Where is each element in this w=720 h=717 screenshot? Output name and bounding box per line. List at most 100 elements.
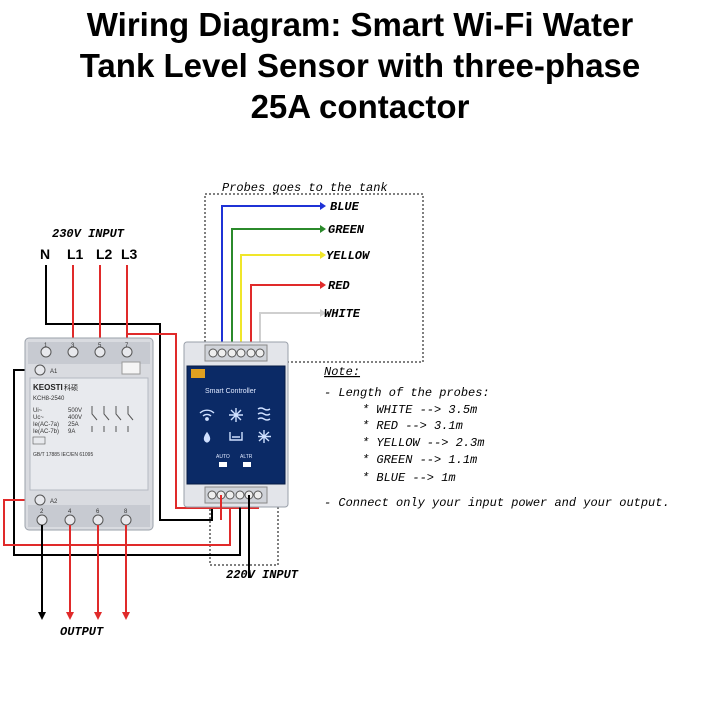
probe-arrow-blue (320, 202, 326, 210)
terminal-label-8: 8 (124, 509, 128, 515)
coil-a2-wire (3, 495, 231, 546)
output-arrow-l2 (94, 612, 102, 620)
contactor-brand-cn: 科硕 (64, 383, 78, 392)
spec-right-2: 400V (68, 415, 82, 421)
contact-symbols (91, 406, 134, 432)
probes-header: Probes goes to the tank (222, 181, 388, 195)
auto-label: AUTO (216, 454, 230, 460)
title-line-3: 25A contactor (250, 88, 470, 125)
contactor-brand: KEOSTI (33, 383, 63, 392)
snowflake-icon (258, 430, 271, 443)
contactor-screw-2 (36, 514, 48, 526)
output-arrow-l3 (122, 612, 130, 620)
probe-arrow-green (320, 225, 326, 233)
probe-label-blue: BLUE (330, 200, 360, 214)
probe-arrow-white (320, 309, 326, 317)
controller-bottom-screw-6 (253, 490, 263, 500)
coil-a1-wire (13, 369, 241, 556)
contactor-screw-8 (120, 514, 132, 526)
contactor-screw-6 (92, 514, 104, 526)
probe-wires (221, 205, 320, 353)
probe-wire-yellow (240, 254, 320, 353)
ce-mark (32, 436, 46, 445)
coil-label-a1: A1 (50, 369, 58, 375)
note-item-yellow: * YELLOW --> 2.3m (362, 436, 484, 450)
contactor-model: KCH8-2540 (33, 396, 65, 402)
probe-label-yellow: YELLOW (326, 249, 371, 263)
terminal-label-7: 7 (125, 343, 129, 349)
contactor-screw-3 (67, 346, 79, 358)
controller-logo (191, 369, 205, 378)
probe-arrow-yellow (320, 251, 326, 259)
diagram-title: Wiring Diagram: Smart Wi-Fi Water Tank L… (0, 4, 720, 127)
probe-wire-white (259, 312, 320, 353)
input-220-label: 220V INPUT (226, 568, 299, 582)
probe-wire-blue (221, 205, 320, 353)
controller-top-screw-2 (217, 348, 227, 358)
terminal-label-2: 2 (40, 509, 44, 515)
fan-icon (229, 408, 243, 422)
spec-left-2: Uc~ (33, 415, 44, 421)
probe-label-white: WHITE (324, 307, 361, 321)
contact-symbol-1 (91, 406, 98, 432)
controller-bottom-screw-3 (225, 490, 235, 500)
coil-screw-a1 (34, 364, 46, 376)
terminal-label-3: 3 (71, 343, 75, 349)
heat-waves-icon (257, 407, 271, 421)
output-arrow-l1 (66, 612, 74, 620)
controller-panel (186, 365, 286, 485)
note-item-white: * WHITE --> 3.5m (362, 403, 477, 417)
note-item-red: * RED --> 3.1m (362, 419, 463, 433)
contact-symbol-4 (127, 406, 134, 432)
water-drop-icon (203, 431, 211, 443)
spec-right-1: 500V (68, 408, 82, 414)
spec-right-4: 9A (68, 429, 75, 435)
probe-label-green: GREEN (328, 223, 365, 237)
controller-top-screw-3 (227, 348, 237, 358)
contactor: 1 3 5 7 2 4 6 8 A1 A2 KEOSTI 科硕 KCH8-254… (24, 337, 154, 531)
output-wires (41, 525, 127, 612)
terminal-label-4: 4 (68, 509, 72, 515)
note-connect: - Connect only your input power and your… (324, 496, 670, 510)
controller-icons (199, 407, 271, 443)
probe-arrow-red (320, 281, 326, 289)
contact-symbol-2 (103, 406, 110, 432)
controller-top-screw-6 (255, 348, 265, 358)
probes-dotted-box (204, 193, 424, 363)
phase-label-l3: L3 (121, 246, 138, 262)
note-length: - Length of the probes: (324, 386, 490, 400)
contactor-screw-7 (121, 346, 133, 358)
spec-right-3: 25A (68, 422, 79, 428)
input-wire-n (45, 265, 213, 521)
note-item-blue: * BLUE --> 1m (362, 471, 456, 485)
probe-wire-green (231, 228, 320, 353)
smart-controller: Smart Controller AUTO ALTR (183, 341, 289, 508)
controller-name: Smart Controller (205, 388, 257, 395)
contactor-screw-1 (40, 346, 52, 358)
probe-label-red: RED (328, 279, 350, 293)
spec-left-1: Ui~ (33, 408, 43, 414)
title-line-1: Wiring Diagram: Smart Wi-Fi Water (86, 6, 634, 43)
phase-label-n: N (40, 246, 50, 262)
wifi-dot-icon (205, 417, 209, 421)
input-230-label: 230V INPUT (52, 227, 125, 241)
controller-top-screw-1 (208, 348, 218, 358)
note-item-green: * GREEN --> 1.1m (362, 453, 477, 467)
probe-wire-red (250, 284, 320, 353)
note-heading: Note: (324, 365, 360, 379)
phase-label-l2: L2 (96, 246, 113, 262)
controller-bottom-screw-4 (235, 490, 245, 500)
contactor-screw-5 (94, 346, 106, 358)
terminal-label-6: 6 (96, 509, 100, 515)
probe-arrows (320, 202, 326, 317)
output-label: OUTPUT (60, 625, 104, 639)
controller-top-screw-5 (246, 348, 256, 358)
auto-indicator (219, 462, 227, 467)
spec-left-3: Ie(AC-7a) (33, 422, 59, 428)
note: Note: - Length of the probes: * WHITE --… (324, 365, 670, 510)
terminal-label-5: 5 (98, 343, 102, 349)
coil-screw-a2 (34, 494, 46, 506)
terminal-label-1: 1 (44, 343, 48, 349)
controller-bottom-screw-1 (207, 490, 217, 500)
